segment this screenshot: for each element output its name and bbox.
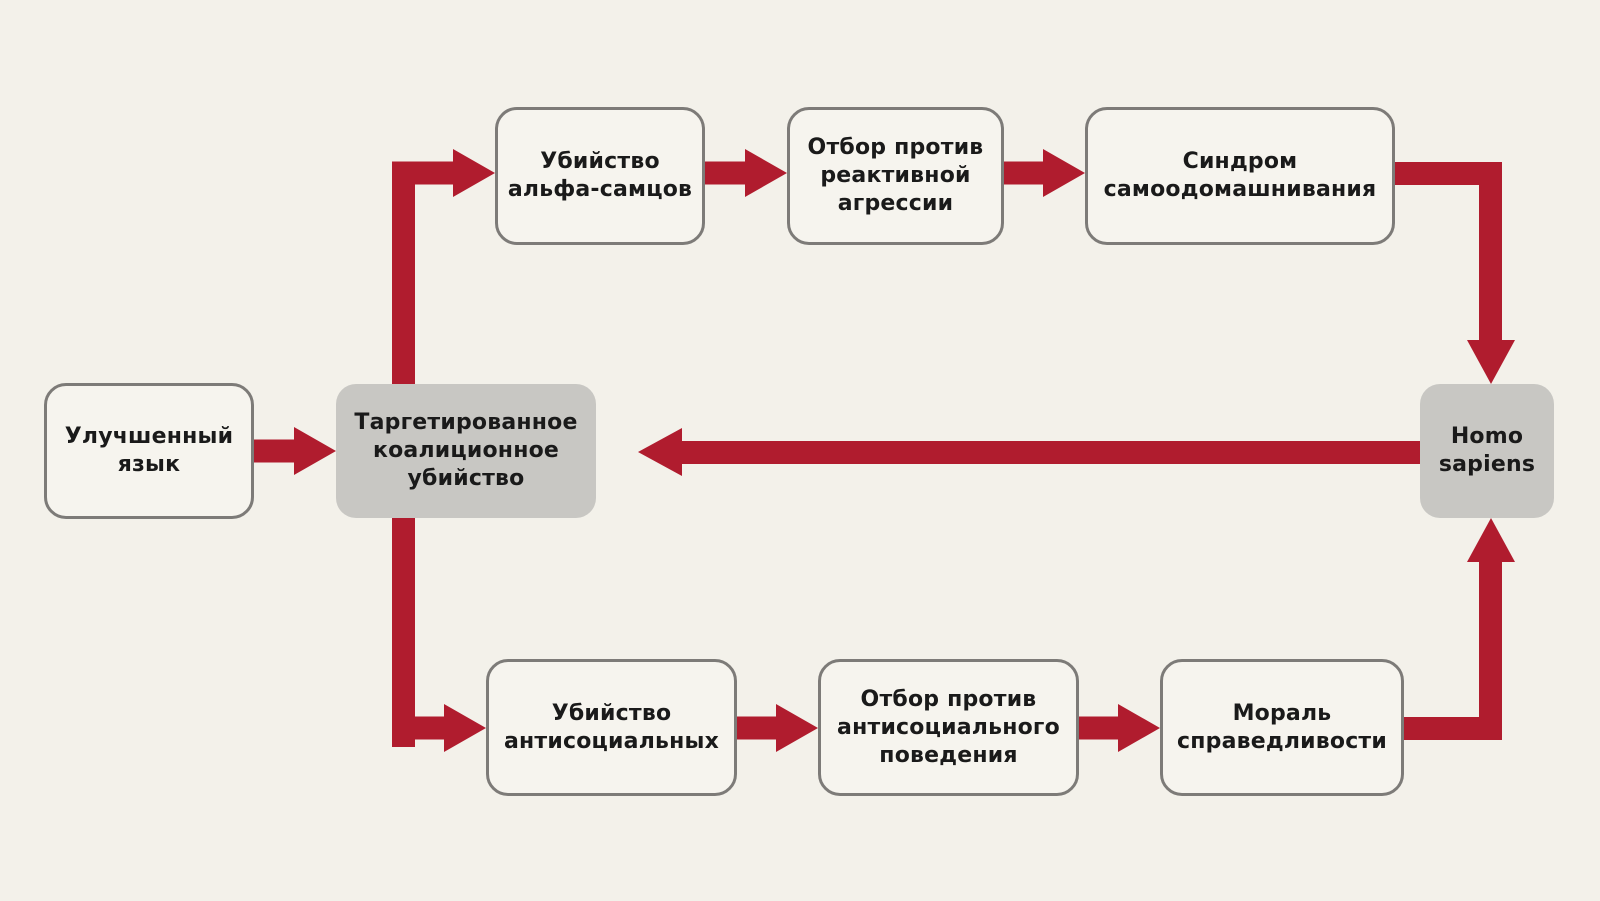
node-homo-sapiens: Homo sapiens (1420, 384, 1554, 518)
arrow-antisocial-to-selection-shaft (737, 716, 777, 740)
arrow-selection-to-morality-shaft (1079, 716, 1119, 740)
arrow-coalition-to-alpha-head (453, 149, 495, 197)
arrow-morality-right-shaft (1404, 717, 1502, 740)
arrow-alpha-to-selection-head (745, 149, 787, 197)
node-selection-reactive-aggression: Отбор против реактивной агрессии (787, 107, 1004, 245)
arrow-syndrome-to-sapiens-head (1467, 340, 1515, 384)
arrow-language-to-coalition-head (294, 427, 336, 475)
node-alpha-male-killing: Убийство альфа-самцов (495, 107, 705, 245)
arrow-selection-to-morality-head (1118, 704, 1160, 752)
arrow-alpha-to-selection-shaft (705, 161, 746, 185)
arrow-coalition-down-shaft (392, 518, 415, 747)
node-self-domestication-syndrome: Синдром самоодомашнивания (1085, 107, 1395, 245)
arrow-selection-to-syndrome-head (1043, 149, 1085, 197)
node-targeted-coalition-killing: Таргетированное коалиционное убийство (336, 384, 596, 518)
arrow-antisocial-to-selection-head (776, 704, 818, 752)
arrow-sapiens-to-coalition-head (638, 428, 682, 476)
arrow-coalition-to-antisocial-shaft (392, 716, 445, 740)
arrow-syndrome-down-shaft (1479, 162, 1502, 340)
arrow-syndrome-right-shaft (1395, 162, 1502, 185)
arrow-selection-to-syndrome-shaft (1004, 161, 1044, 185)
node-selection-antisocial-behavior: Отбор против антисоциального поведения (818, 659, 1079, 796)
node-fairness-morality: Мораль справедливости (1160, 659, 1404, 796)
arrow-coalition-to-alpha-shaft (392, 161, 454, 185)
node-improved-language: Улучшенный язык (44, 383, 254, 519)
arrow-morality-to-sapiens-head (1467, 518, 1515, 562)
arrow-coalition-to-antisocial-head (444, 704, 486, 752)
arrow-sapiens-to-coalition-shaft (680, 441, 1420, 464)
node-antisocial-killing: Убийство антисоциальных (486, 659, 737, 796)
arrow-coalition-up-shaft (392, 162, 415, 384)
arrow-language-to-coalition-shaft (254, 439, 295, 463)
arrow-morality-up-shaft (1479, 562, 1502, 740)
